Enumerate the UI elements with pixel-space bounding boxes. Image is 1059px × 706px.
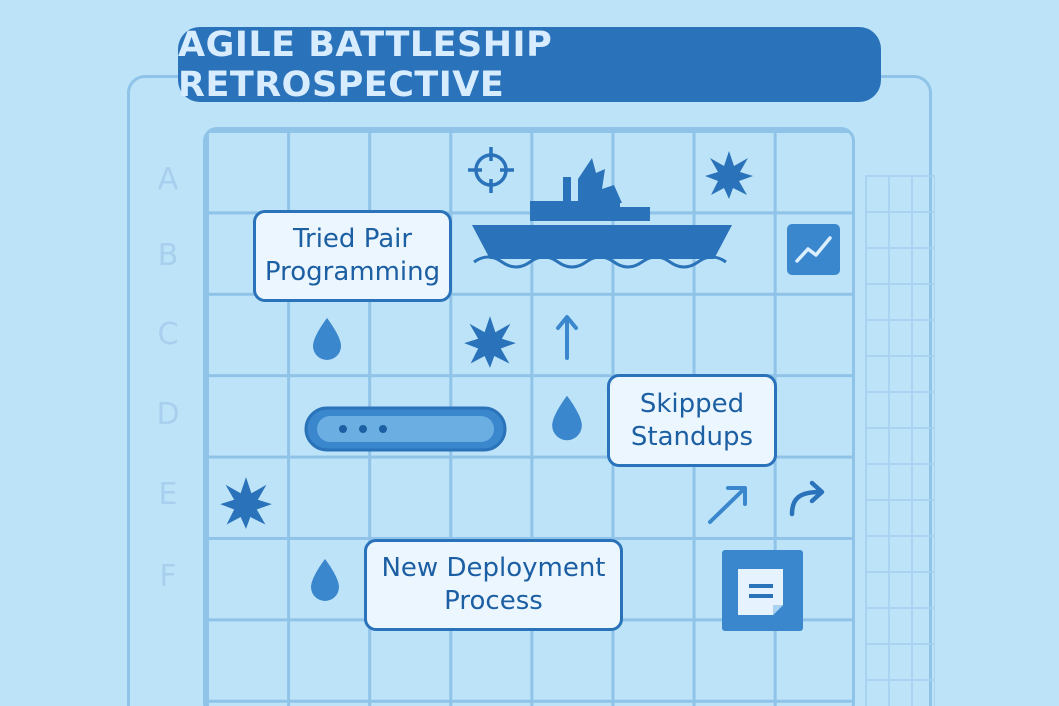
note-skipped-standups: Skipped Standups bbox=[607, 374, 777, 467]
explosion-icon bbox=[218, 475, 274, 531]
explosion-icon bbox=[462, 314, 518, 370]
sticky-note-icon bbox=[721, 549, 804, 632]
arrow-diagonal-icon bbox=[704, 482, 752, 526]
battleship-icon bbox=[470, 155, 740, 273]
water-drop-icon bbox=[549, 393, 585, 443]
row-label-d: D bbox=[156, 397, 180, 432]
row-label-b: B bbox=[157, 238, 179, 273]
crosshair-icon bbox=[465, 144, 517, 196]
submarine-icon bbox=[303, 405, 508, 453]
side-grid-decoration bbox=[865, 175, 935, 706]
arrow-up-icon bbox=[554, 312, 580, 362]
row-label-e: E bbox=[158, 477, 178, 512]
note-pair-programming: Tried Pair Programming bbox=[253, 210, 452, 302]
row-label-c: C bbox=[157, 317, 179, 352]
trend-chart-icon bbox=[785, 222, 842, 277]
row-label-a: A bbox=[157, 162, 179, 197]
explosion-icon bbox=[703, 149, 755, 201]
note-new-deployment-process: New Deployment Process bbox=[364, 539, 623, 631]
water-drop-icon bbox=[310, 316, 344, 362]
row-label-f: F bbox=[159, 559, 177, 594]
water-drop-icon bbox=[308, 557, 342, 603]
page-title: AGILE BATTLESHIP RETROSPECTIVE bbox=[178, 25, 881, 105]
curved-arrow-icon bbox=[786, 478, 830, 518]
